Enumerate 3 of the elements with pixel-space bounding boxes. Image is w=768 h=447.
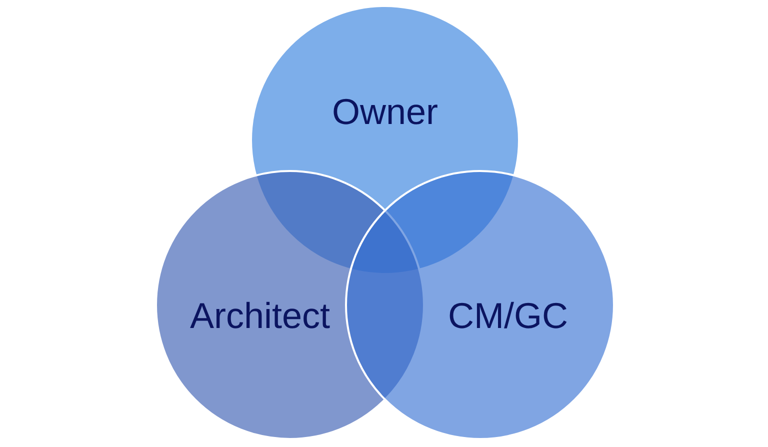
circle-label: CM/GC (448, 298, 568, 334)
circle-label: Owner (332, 94, 438, 130)
circle-label: Architect (190, 298, 330, 334)
